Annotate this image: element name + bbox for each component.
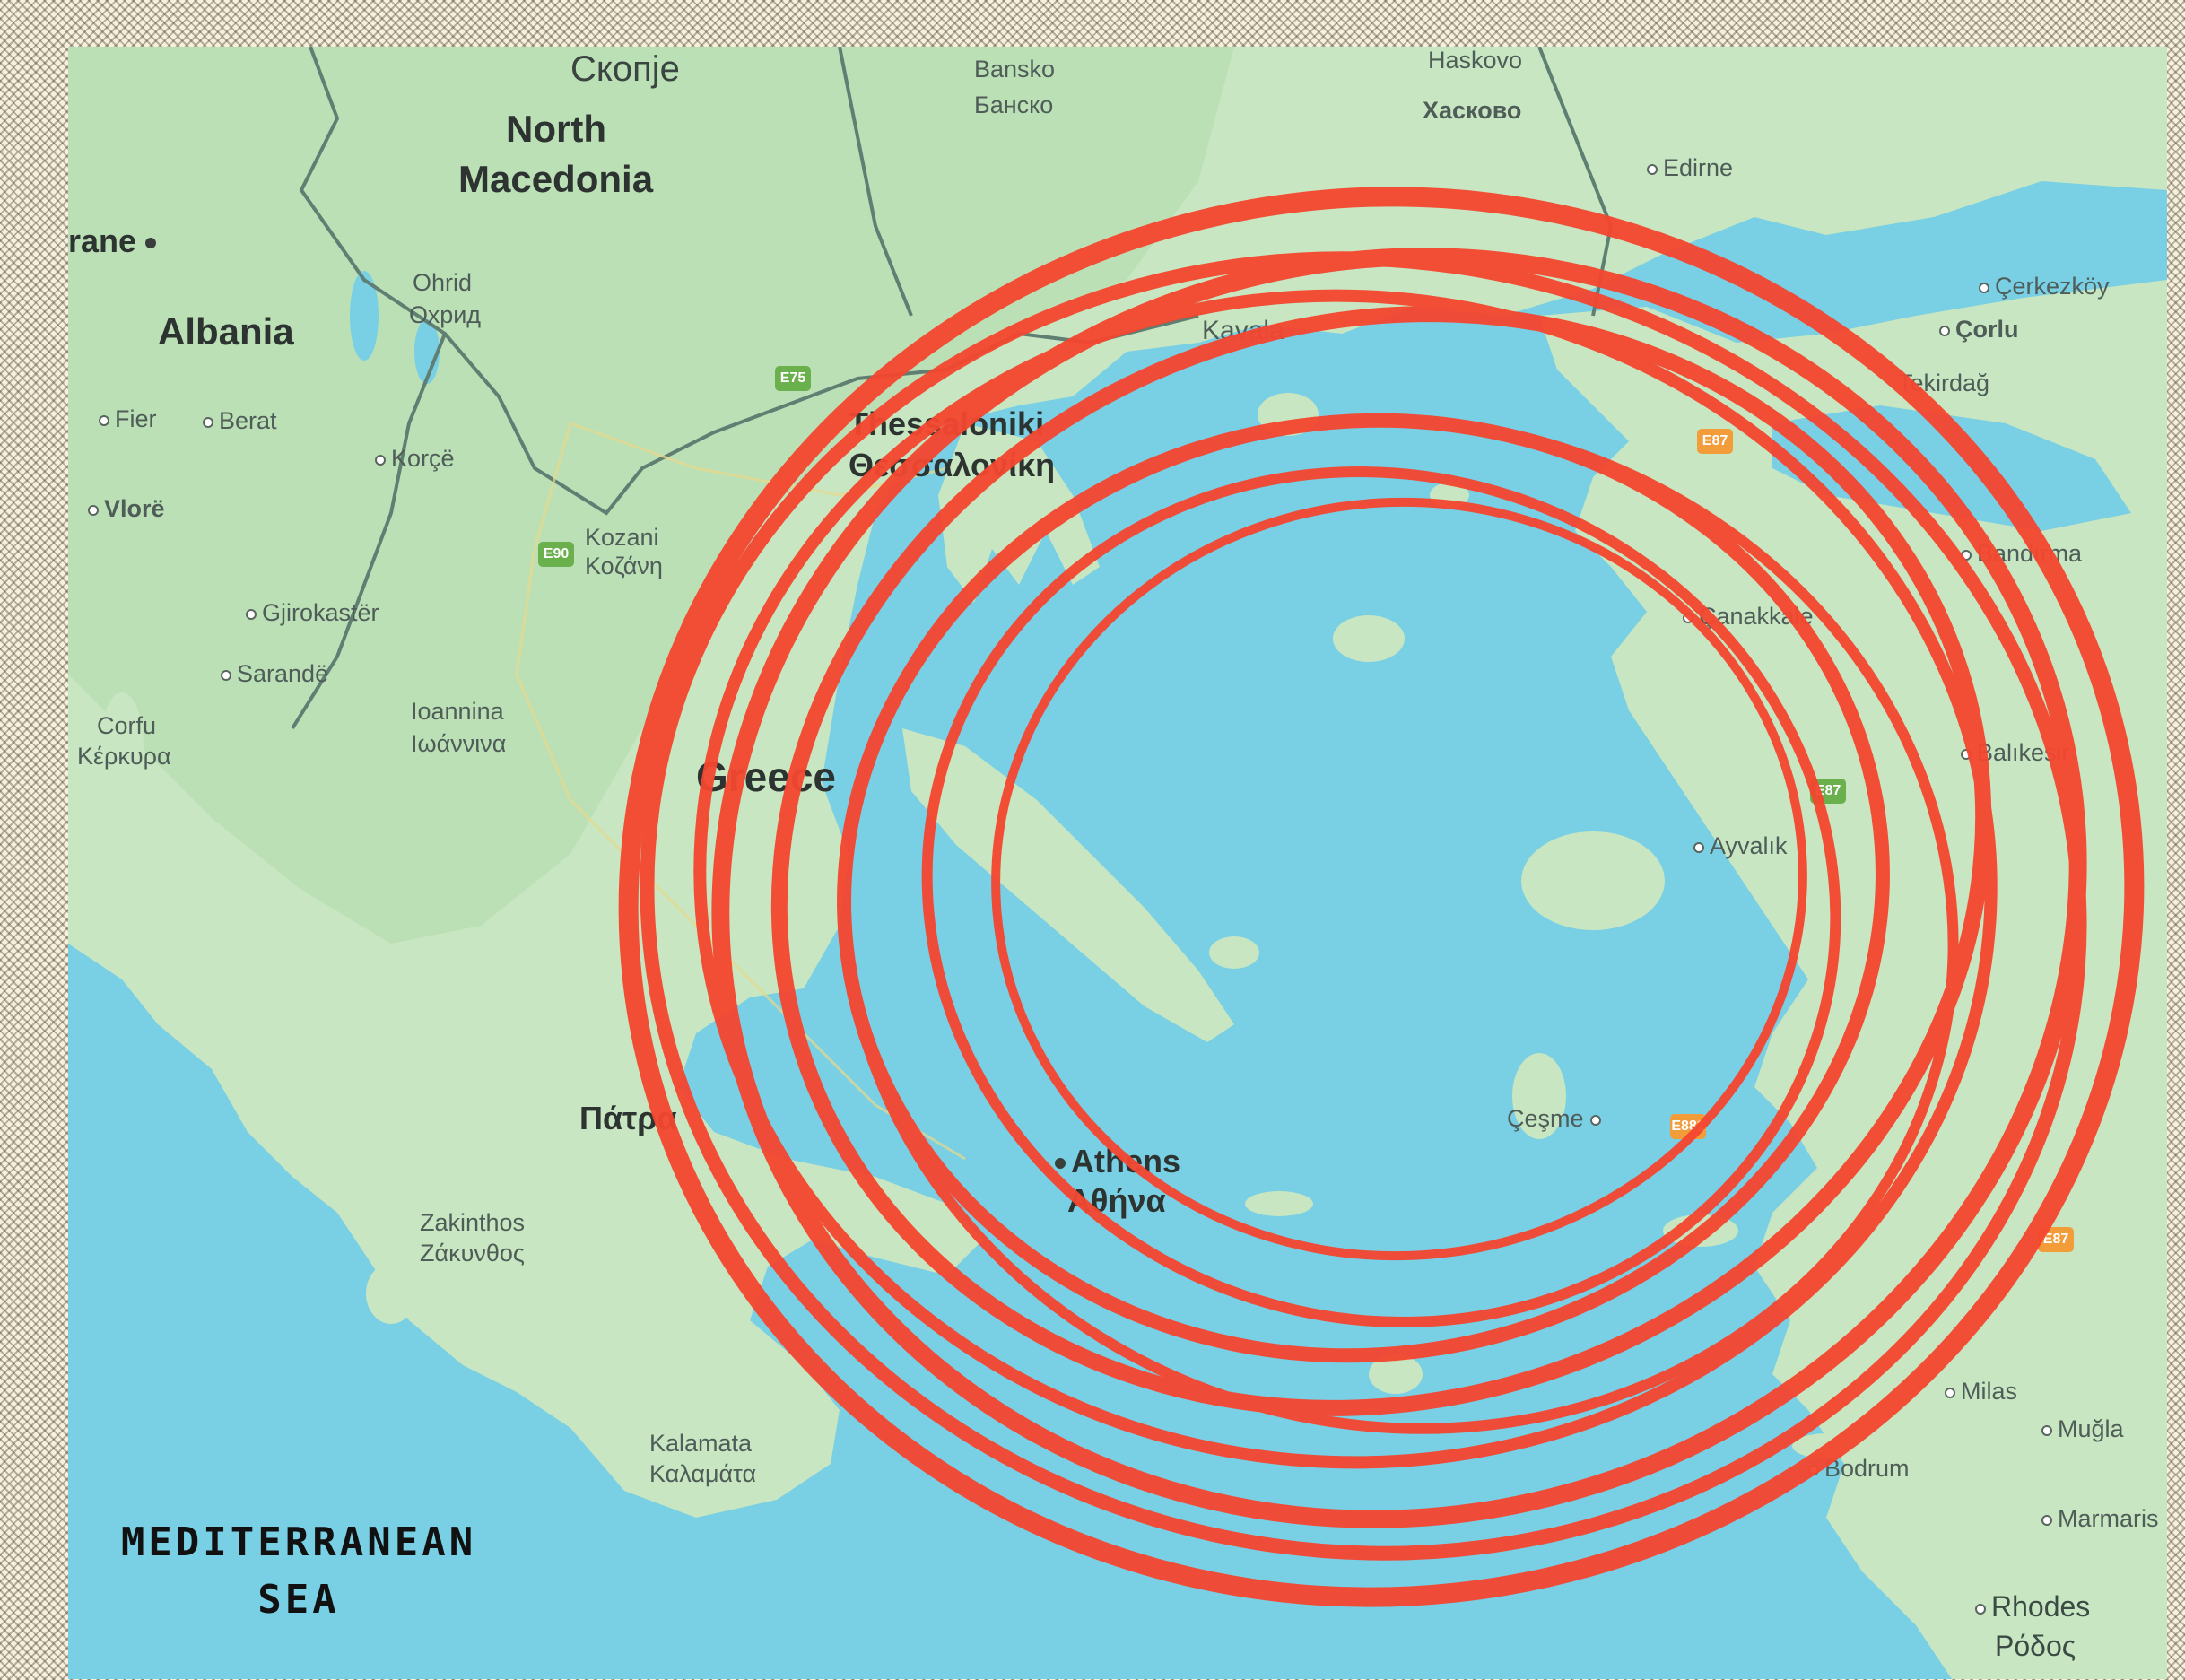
city-dot-icon [1055, 1158, 1066, 1170]
road-shield: E87 [2038, 1227, 2074, 1252]
label-ioannina-2: Ιωάννινα [411, 730, 507, 757]
road-shield: E90 [538, 542, 574, 567]
city-dot-icon [246, 608, 257, 620]
island-chios [1512, 1053, 1566, 1139]
lake-prespa [414, 319, 440, 384]
label-ohrid-1: Ohrid [413, 269, 473, 296]
label-tirane: rane [68, 222, 161, 260]
label-kozani-2: Κοζάνη [585, 553, 663, 579]
city-dot-icon [203, 416, 213, 428]
city-dot-icon [1647, 163, 1658, 175]
label-korce: Korçë [375, 445, 455, 472]
road-shield: E87 [1697, 429, 1733, 454]
land-chalkidiki [938, 423, 1100, 603]
label-corfu-1: Corfu [97, 712, 157, 739]
border-lines [291, 47, 1614, 730]
island-skyros [1209, 936, 1259, 969]
label-rhodes-1: Rhodes [1975, 1589, 2090, 1623]
label-ioannina-1: Ioannina [411, 698, 504, 725]
lake-ohrid [350, 271, 379, 361]
label-ohrid-2: Охрид [409, 301, 482, 328]
label-ayvalik: Ayvalık [1693, 832, 1788, 859]
island-andros [1245, 1191, 1313, 1216]
city-dot-icon [1945, 1387, 1955, 1398]
land-evia [902, 728, 1234, 1042]
label-kalamata-1: Kalamata [649, 1430, 753, 1457]
city-dot-icon [2041, 1514, 2052, 1526]
label-corfu-2: Κέρκυρα [77, 743, 171, 770]
city-dot-icon [1979, 282, 1989, 293]
label-north-macedonia-1: North [506, 108, 606, 150]
label-bansko-1: Bansko [974, 56, 1056, 83]
label-greece: Greece [696, 753, 837, 800]
city-dot-icon [1590, 1114, 1602, 1126]
label-rhodes-2: Ρόδος [1995, 1630, 2076, 1662]
city-dot-icon [2041, 1424, 2052, 1436]
label-haskovo-1: Haskovo [1428, 47, 1523, 74]
label-mugla: Muğla [2041, 1415, 2124, 1442]
sea-label: MEDITERRANEAN SEA [97, 1514, 501, 1629]
label-zakinthos-1: Zakinthos [420, 1209, 526, 1236]
city-dot-icon [1939, 325, 1950, 336]
label-north-macedonia-2: Macedonia [458, 158, 654, 200]
label-marmaris: Marmaris [2041, 1505, 2159, 1532]
label-milas: Milas [1945, 1378, 2017, 1405]
city-dot-icon [99, 414, 109, 426]
island-rhodes [2077, 1571, 2149, 1679]
island-naxos [1369, 1354, 1423, 1394]
label-kalamata-2: Καλαμάτα [649, 1460, 757, 1487]
island-corfu [100, 692, 144, 800]
label-zakinthos-2: Ζάκυνθος [420, 1240, 525, 1267]
label-berat: Berat [203, 407, 277, 434]
map-viewport[interactable]: Скопје North Macedonia rane Albania Ohri… [68, 47, 2167, 1679]
city-dot-icon [1975, 1603, 1986, 1615]
label-kozani-1: Kozani [585, 524, 659, 551]
label-bansko-2: Банско [974, 91, 1054, 118]
sea-label-line1: MEDITERRANEAN [120, 1519, 477, 1565]
label-sarande: Sarandë [221, 660, 328, 687]
island-kefalonia [307, 1130, 368, 1206]
city-dot-icon [375, 454, 386, 466]
label-gjirokaster: Gjirokastër [246, 599, 379, 626]
island-zakynthos [366, 1263, 416, 1324]
label-skopje: Скопје [570, 49, 680, 89]
city-dot-icon [145, 238, 157, 249]
label-fier: Fier [99, 405, 157, 432]
island-lemnos [1333, 615, 1405, 662]
label-bodrum: Bodrum [1808, 1455, 1910, 1482]
road-shield: E75 [775, 366, 811, 391]
label-haskovo-2: Хасково [1423, 97, 1522, 124]
label-cesme: Çeşme [1507, 1105, 1606, 1132]
sea-label-line2: SEA [257, 1577, 340, 1623]
city-dot-icon [1693, 841, 1704, 853]
label-cerkezkoy: Çerkezköy [1979, 273, 2110, 300]
city-dot-icon [88, 504, 99, 516]
label-edirne: Edirne [1647, 154, 1733, 181]
label-vlore: Vlorë [88, 495, 165, 522]
island-lesbos [1521, 831, 1665, 930]
label-corlu: Çorlu [1939, 316, 2019, 343]
label-albania: Albania [158, 310, 294, 353]
city-dot-icon [221, 669, 231, 681]
